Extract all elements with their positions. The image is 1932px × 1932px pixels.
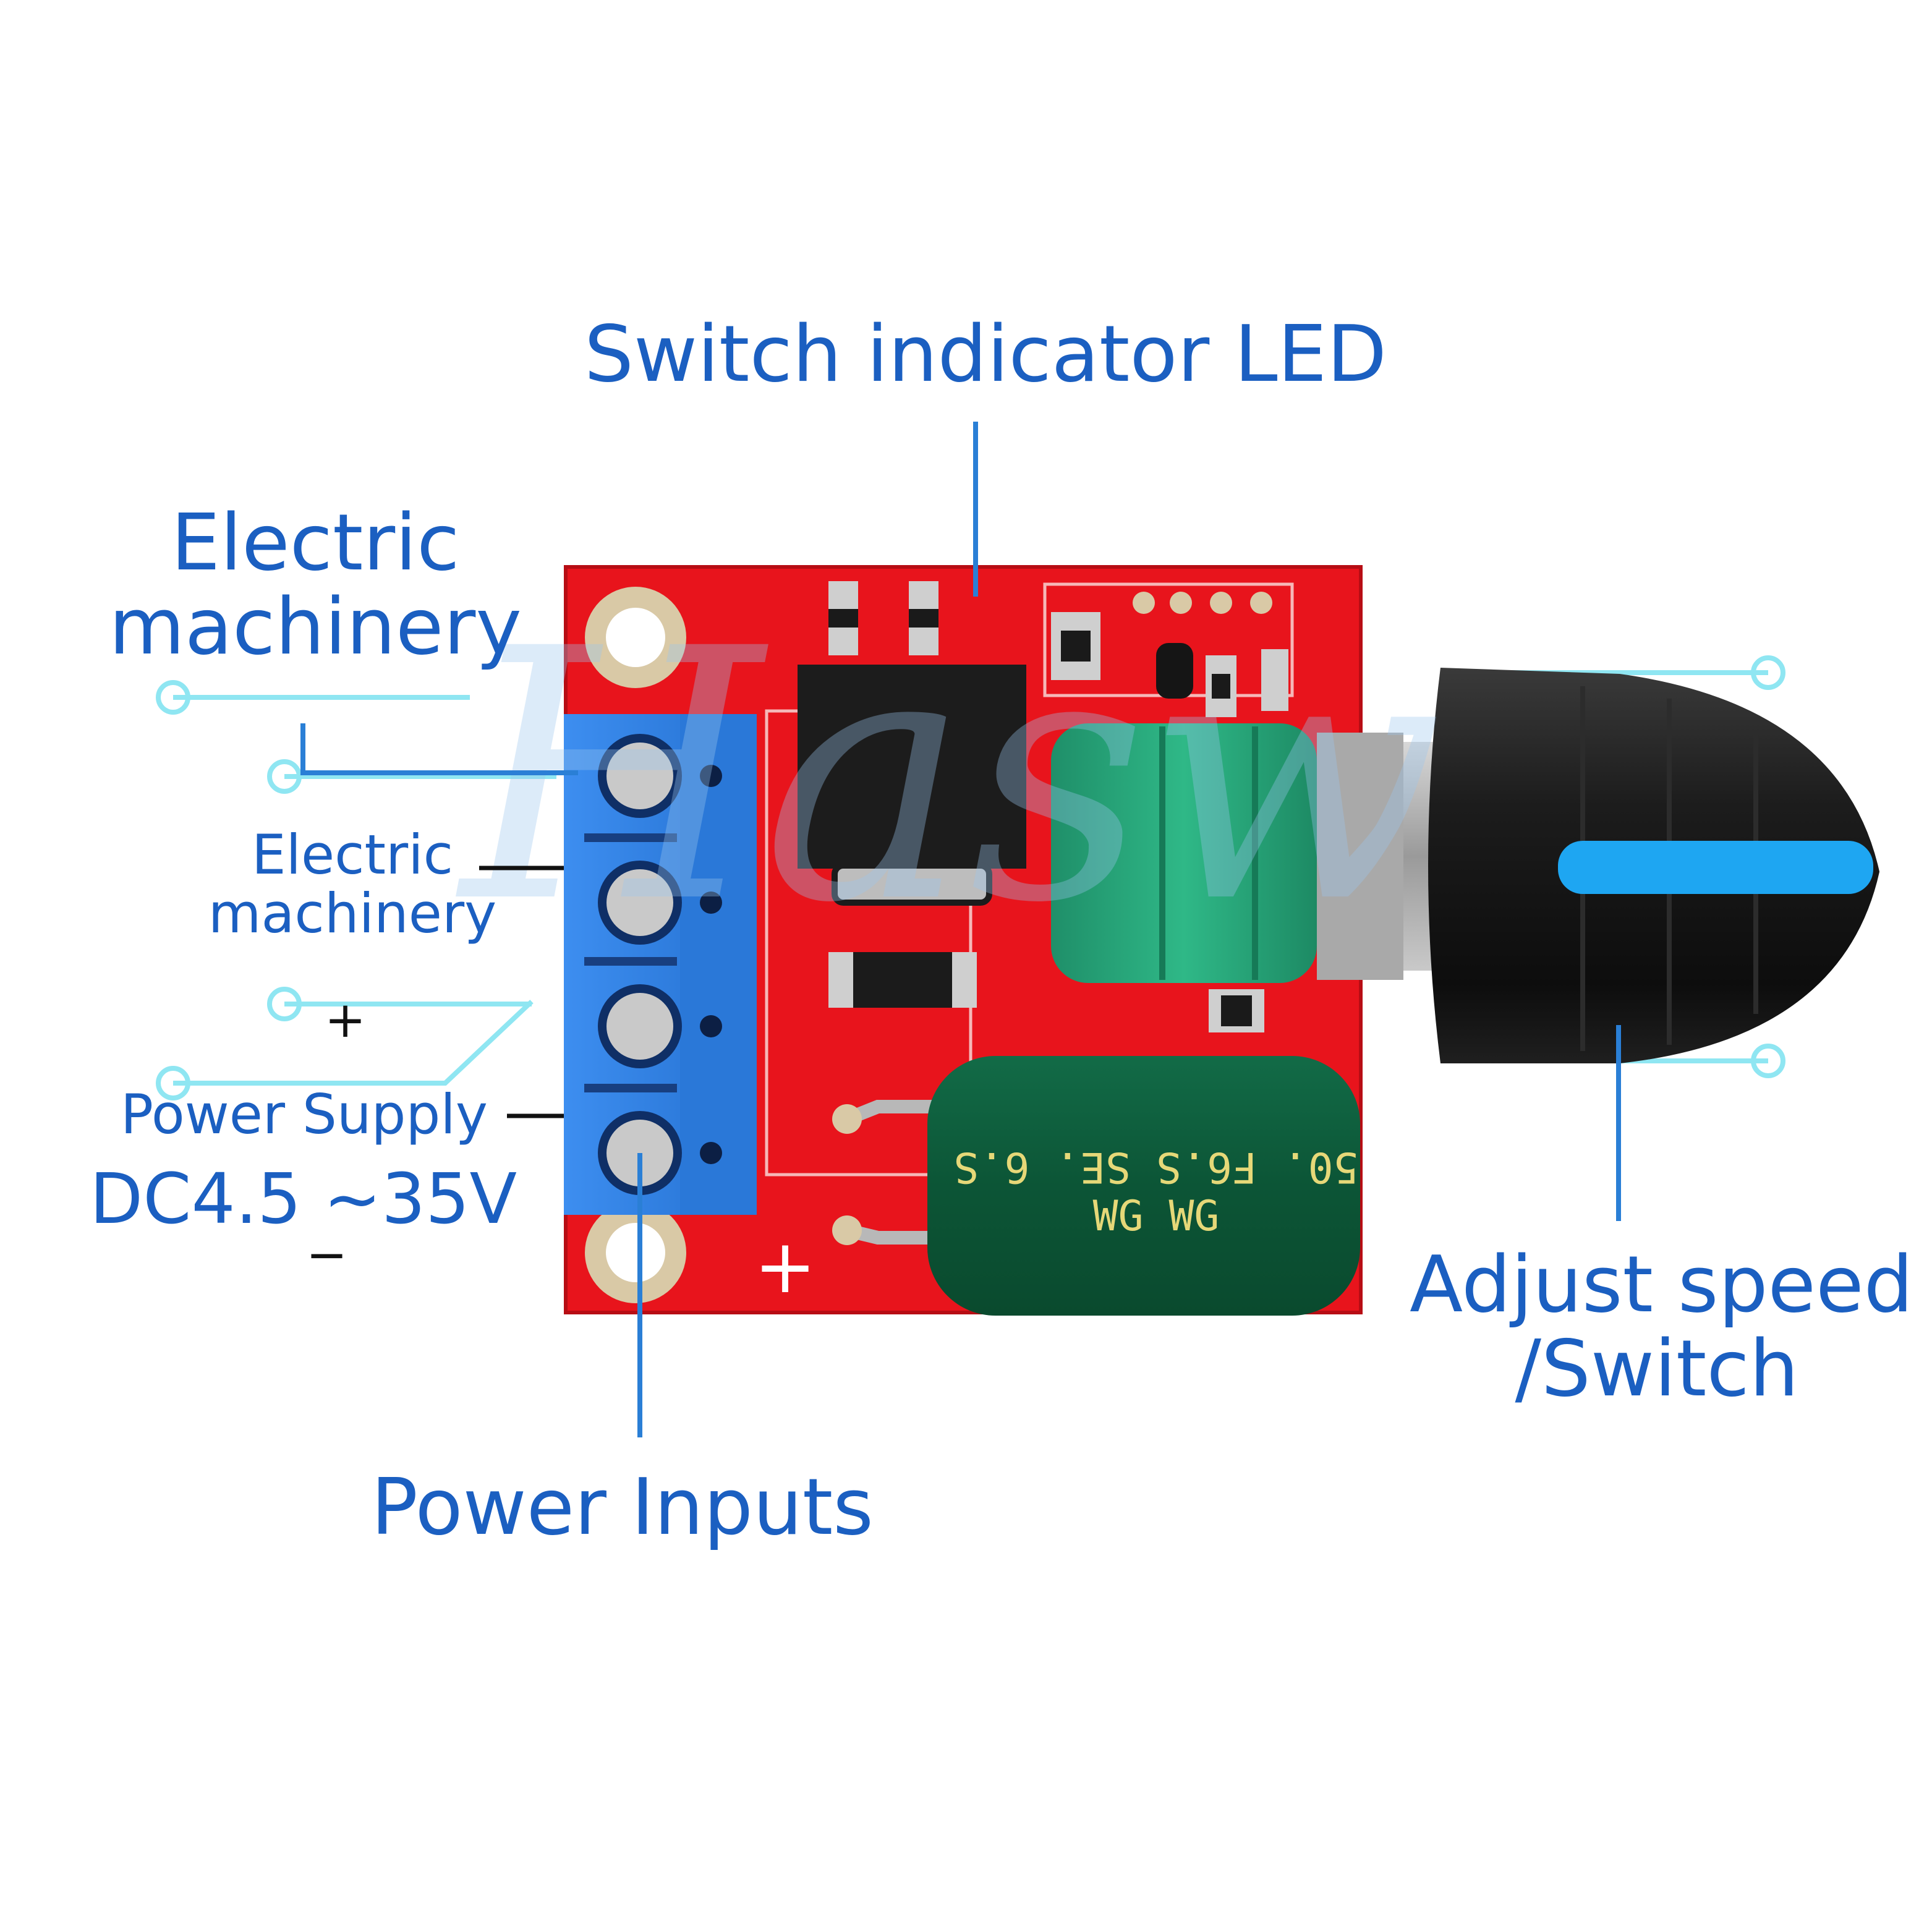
motor-top-line2: machinery xyxy=(109,581,522,673)
speed-knob xyxy=(1428,668,1879,1063)
terminal-block xyxy=(564,714,757,1215)
minus-sign: − xyxy=(306,1226,348,1283)
electrolytic-capacitor: 50. F6.S SE. 6.S WG WG xyxy=(927,1056,1360,1316)
switch-led-label: Switch indicator LED xyxy=(584,309,1387,399)
adjust-speed-label: Adjust speed /Switch xyxy=(1410,1239,1913,1415)
polarity-ticks xyxy=(479,866,564,1118)
leader-lines xyxy=(300,422,1621,1437)
plus-sign: + xyxy=(325,991,367,1049)
motor-inner-line2: machinery xyxy=(208,882,497,946)
watermark: Hasw xyxy=(456,576,1444,979)
motor-top-label: Electric machinery xyxy=(93,497,538,673)
potentiometer xyxy=(1051,723,1440,983)
power-inputs-label: Power Inputs xyxy=(371,1462,874,1552)
adjust-speed-line1: Adjust speed xyxy=(1410,1239,1913,1330)
power-supply-label: Power Supply xyxy=(121,1083,488,1146)
adjust-speed-line2: /Switch xyxy=(1515,1323,1799,1415)
motor-inner-line1: Electric xyxy=(251,823,454,887)
capacitor-marking-1: 50. F6.S SE. 6.S xyxy=(953,1143,1358,1191)
voltage-range-label: DC4.5 ~35V xyxy=(90,1159,517,1240)
motor-inner-label: Electric machinery xyxy=(204,825,501,943)
pcb-plus-mark: + xyxy=(754,1224,817,1310)
capacitor-marking-2: WG WG xyxy=(1093,1192,1220,1241)
motor-top-line1: Electric xyxy=(171,497,460,588)
